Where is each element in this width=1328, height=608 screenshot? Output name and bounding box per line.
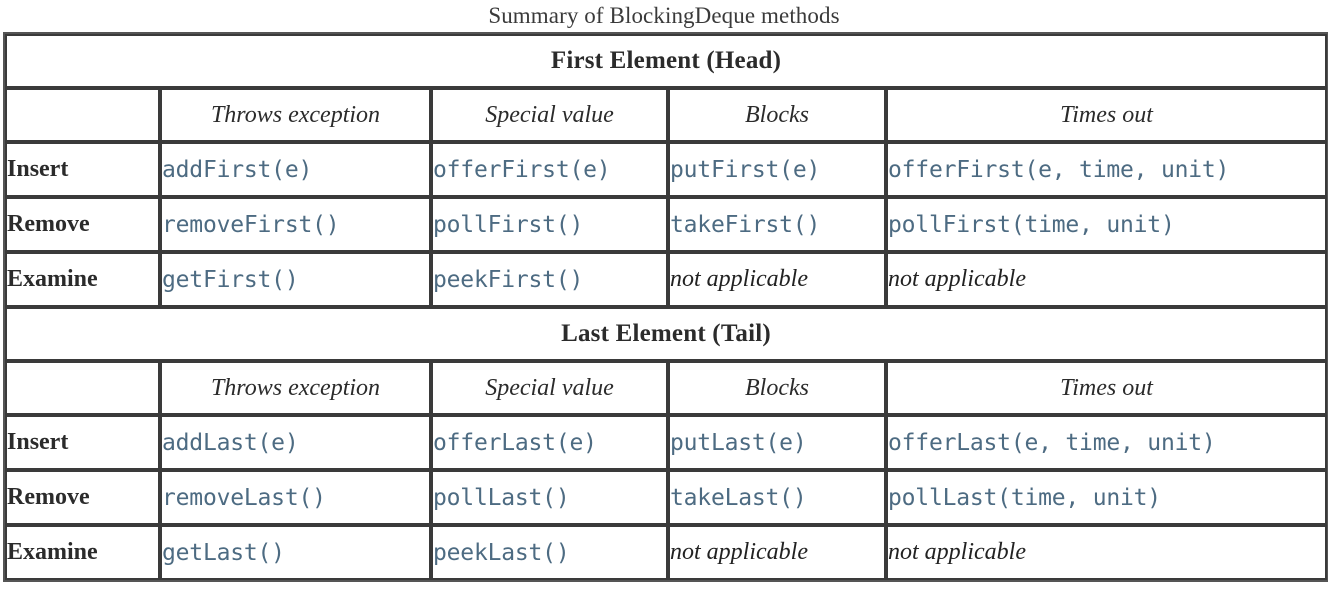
row-label: Insert bbox=[5, 142, 160, 197]
not-applicable-cell: not applicable bbox=[668, 252, 886, 307]
method-cell: putFirst(e) bbox=[668, 142, 886, 197]
not-applicable-cell: not applicable bbox=[886, 525, 1328, 580]
column-header-corner bbox=[5, 361, 160, 415]
section-header-row: Last Element (Tail) bbox=[5, 307, 1328, 361]
row-label: Examine bbox=[5, 525, 160, 580]
section-title: Last Element (Tail) bbox=[5, 307, 1328, 361]
method-cell: addFirst(e) bbox=[160, 142, 431, 197]
method-cell: offerFirst(e, time, unit) bbox=[886, 142, 1328, 197]
column-header: Throws exception bbox=[160, 361, 431, 415]
method-cell: peekFirst() bbox=[431, 252, 668, 307]
row-label: Remove bbox=[5, 470, 160, 525]
section-title: First Element (Head) bbox=[5, 34, 1328, 88]
method-cell: addLast(e) bbox=[160, 415, 431, 470]
method-cell: offerLast(e) bbox=[431, 415, 668, 470]
column-header: Times out bbox=[886, 88, 1328, 142]
method-cell: pollLast() bbox=[431, 470, 668, 525]
row-label: Examine bbox=[5, 252, 160, 307]
column-header: Throws exception bbox=[160, 88, 431, 142]
method-cell: offerLast(e, time, unit) bbox=[886, 415, 1328, 470]
section-header-row: First Element (Head) bbox=[5, 34, 1328, 88]
column-header: Special value bbox=[431, 361, 668, 415]
method-cell: offerFirst(e) bbox=[431, 142, 668, 197]
column-header: Times out bbox=[886, 361, 1328, 415]
method-cell: takeLast() bbox=[668, 470, 886, 525]
method-cell: getFirst() bbox=[160, 252, 431, 307]
row-label: Insert bbox=[5, 415, 160, 470]
column-header-corner bbox=[5, 88, 160, 142]
method-cell: takeFirst() bbox=[668, 197, 886, 252]
method-cell: putLast(e) bbox=[668, 415, 886, 470]
column-header: Blocks bbox=[668, 88, 886, 142]
method-cell: peekLast() bbox=[431, 525, 668, 580]
not-applicable-cell: not applicable bbox=[668, 525, 886, 580]
method-cell: pollLast(time, unit) bbox=[886, 470, 1328, 525]
row-label: Remove bbox=[5, 197, 160, 252]
method-cell: removeFirst() bbox=[160, 197, 431, 252]
page-title: Summary of BlockingDeque methods bbox=[488, 3, 840, 28]
method-cell: pollFirst() bbox=[431, 197, 668, 252]
column-header: Special value bbox=[431, 88, 668, 142]
method-cell: pollFirst(time, unit) bbox=[886, 197, 1328, 252]
column-header: Blocks bbox=[668, 361, 886, 415]
method-cell: removeLast() bbox=[160, 470, 431, 525]
not-applicable-cell: not applicable bbox=[886, 252, 1328, 307]
method-cell: getLast() bbox=[160, 525, 431, 580]
